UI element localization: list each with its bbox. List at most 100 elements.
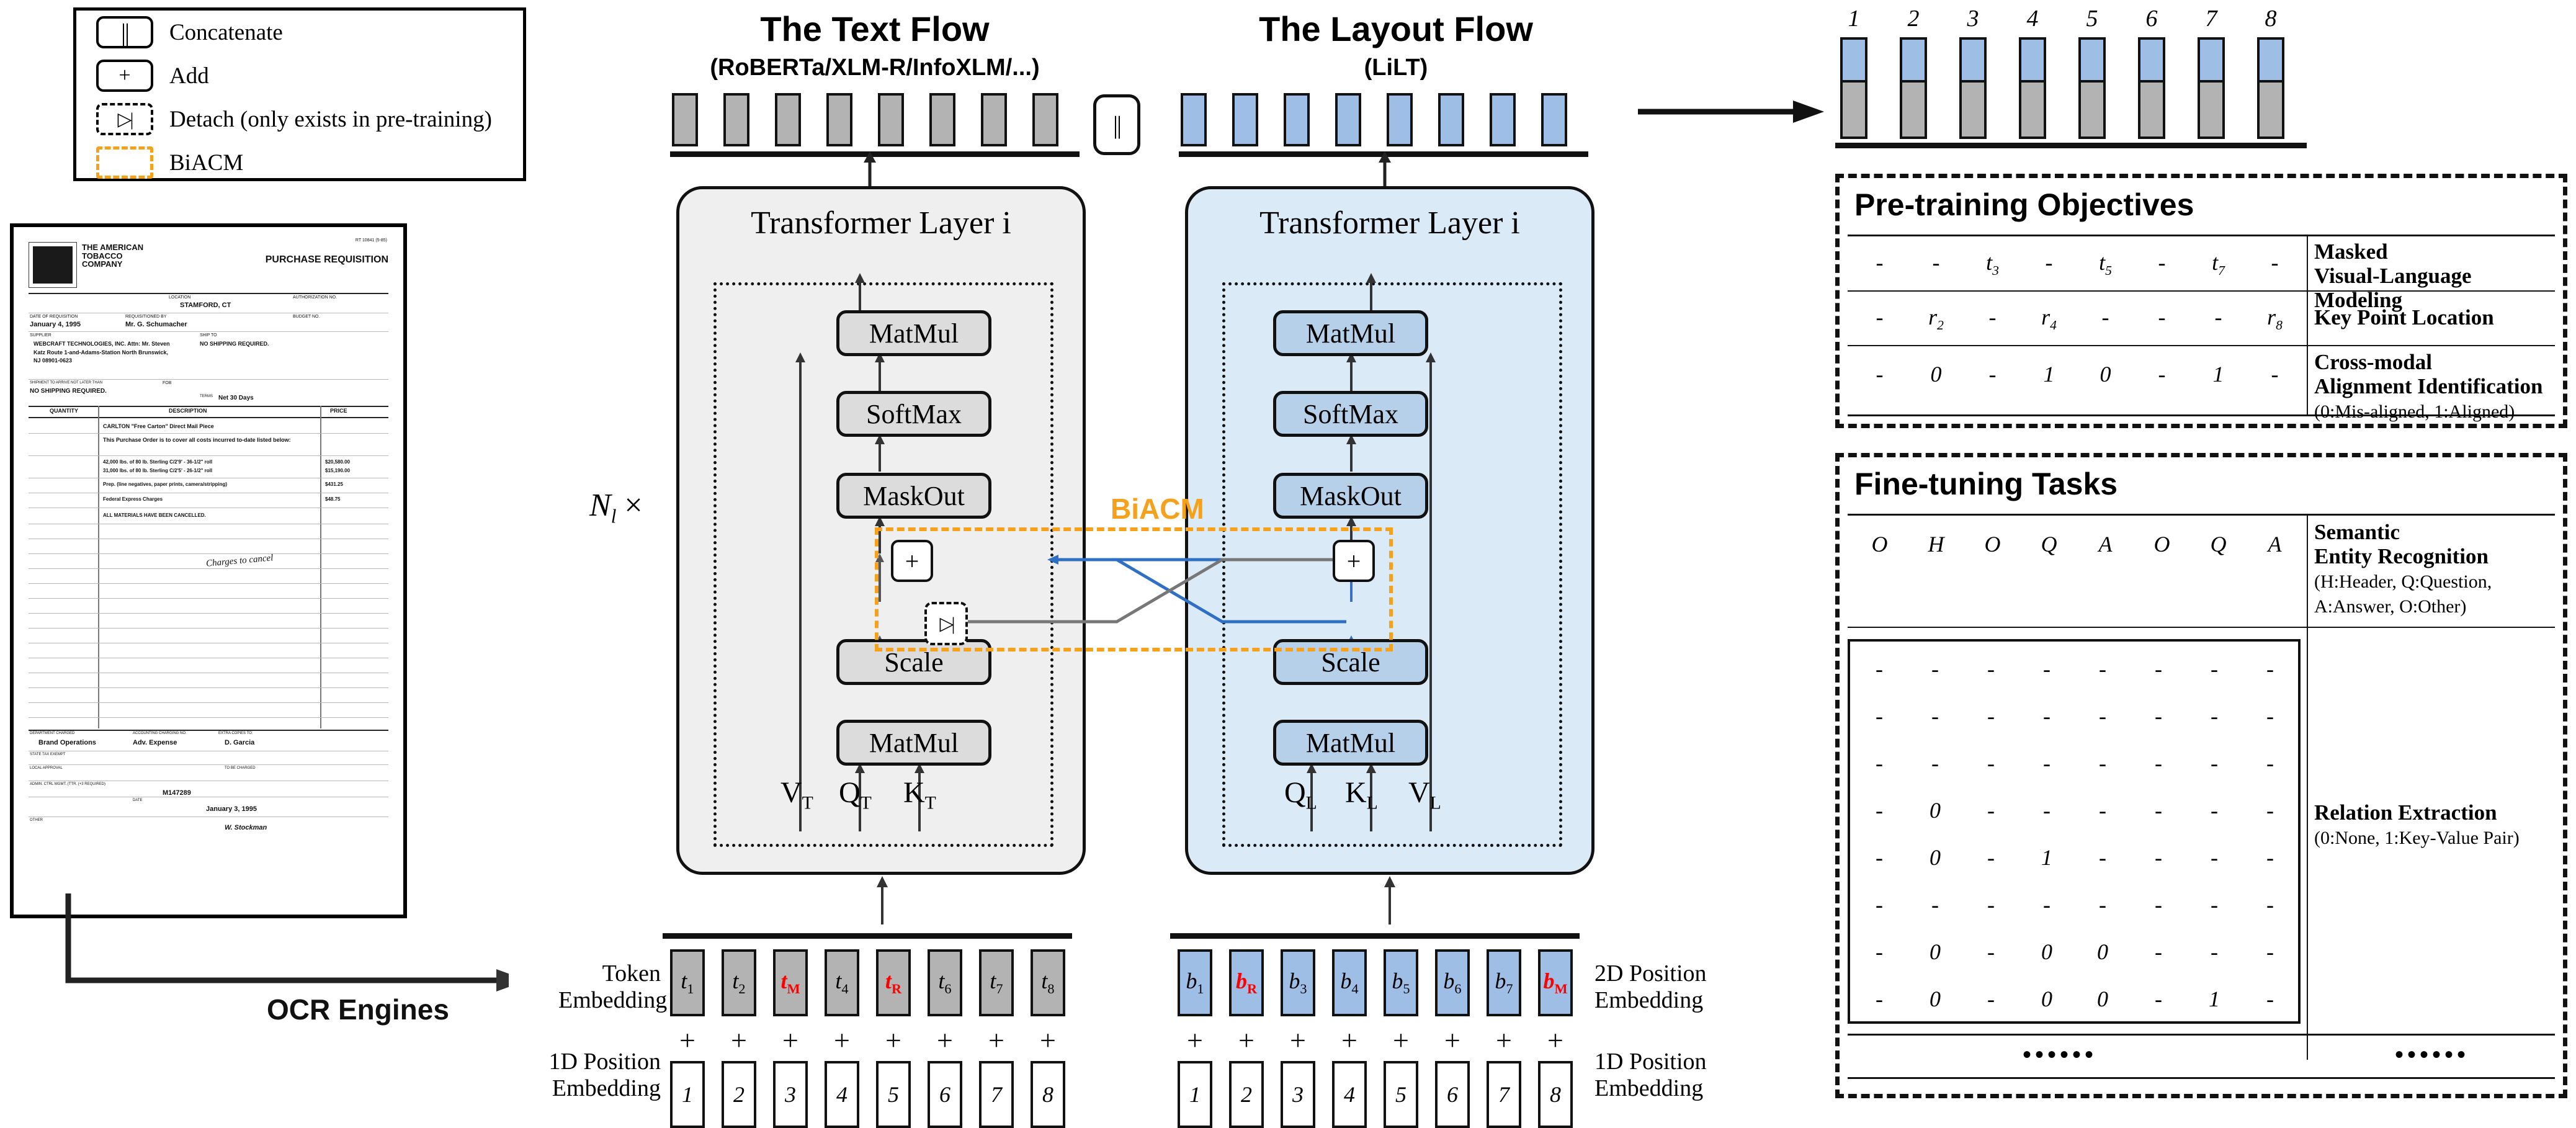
matrix-cell: - (1987, 751, 1995, 776)
text-softmax: SoftMax (836, 391, 991, 437)
detach-glyph: ▷| (117, 109, 133, 130)
document-footer-label-dept: DEPARTMENT CHARGED (30, 732, 75, 735)
ocr-arrow (65, 893, 509, 991)
table-cell: 0 (2100, 362, 2111, 387)
flow-token-bar (1387, 93, 1413, 146)
matrix-cell: 0 (1930, 845, 1941, 870)
embedding-cell: b4 (1332, 949, 1367, 1016)
document-field-label-fob: FOB (163, 381, 172, 385)
document-line-4-desc: Prep. (line negatives, paper prints, cam… (103, 481, 228, 487)
embedding-cell: t7 (979, 949, 1014, 1016)
matrix-cell: - (2099, 892, 2106, 917)
embedding-cell: bR (1229, 949, 1264, 1016)
embedding-cell: 1 (1178, 1061, 1212, 1128)
biacm-frame (875, 527, 1393, 651)
output-stacked-bar (2198, 37, 2225, 139)
document-field-label-reqby: REQUISITIONED BY (125, 315, 167, 319)
ft-hr-2 (1848, 1034, 2555, 1036)
document-col-quantity: QUANTITY (50, 408, 78, 414)
legend-box: || Concatenate + Add ▷| Detach (only exi… (73, 7, 526, 181)
flow-token-bar (1284, 93, 1310, 146)
table-cell: r8 (2267, 305, 2283, 333)
output-bar-layout-part (1902, 40, 1925, 83)
matrix-cell: - (2155, 798, 2162, 823)
embedding-cell: b5 (1384, 949, 1418, 1016)
flow-token-bar (1438, 93, 1464, 146)
matrix-cell: - (1931, 656, 1939, 681)
document-footer-value-date2: January 3, 1995 (206, 805, 257, 813)
matrix-cell: 0 (2097, 987, 2108, 1011)
flow-token-bar (1032, 93, 1058, 146)
document-field-label-supplier: SUPPLIER (30, 333, 51, 338)
document-thumbnail: THE AMERICAN TOBACCO COMPANY PURCHASE RE… (10, 223, 407, 918)
flow-token-bar (1490, 93, 1516, 146)
layout-flow-up-arrow (1379, 151, 1391, 189)
matrix-cell: 0 (2041, 987, 2052, 1011)
document-footer-value-copies: D. Garcia (225, 739, 255, 746)
matrix-row: -0------ (1851, 787, 2298, 834)
pt-hr-0 (1848, 235, 2555, 236)
text-embed-baseline (663, 933, 1072, 939)
embedding-cell: t1 (670, 949, 705, 1016)
embedding-cell: 2 (1229, 1061, 1264, 1128)
pretraining-objectives-panel: Pre-training Objectives (1835, 174, 2567, 428)
layout-panel-title: Transformer Layer i (1259, 205, 1520, 241)
document-line-5-price: $48.75 (325, 496, 341, 502)
matrix-cell: - (1987, 798, 1995, 823)
layout-flow-title: The Layout Flow (1259, 9, 1533, 48)
document-footer-label-acct: ACCOUNTING CHARGING NO. (133, 732, 187, 735)
concatenate-glyph: || (120, 18, 130, 47)
text-flow-title: The Text Flow (760, 9, 990, 48)
output-stacked-bar (2138, 37, 2165, 139)
output-bar-layout-part (1962, 40, 1984, 83)
matrix-cell: - (1876, 798, 1883, 823)
matrix-row: -------- (1851, 645, 2298, 692)
table-cell: t5 (2099, 250, 2112, 279)
matrix-cell: - (2155, 751, 2162, 776)
ft-vr (2307, 514, 2308, 1060)
output-stacked-bar (2078, 37, 2106, 139)
document-footer-value-admin: M147289 (163, 789, 191, 797)
matrix-cell: - (2211, 751, 2218, 776)
legend-label-concatenate: Concatenate (169, 19, 283, 45)
pretraining-title: Pre-training Objectives (1854, 187, 2194, 222)
concatenate-icon: || (96, 16, 153, 48)
matrix-cell: 0 (1930, 987, 1941, 1011)
embedding-cell: 6 (928, 1061, 962, 1128)
plus-symbol: + (1187, 1024, 1203, 1056)
pt-row-mvlm: --t3-t5-t7- (1851, 249, 2303, 279)
embedding-cell: 3 (1281, 1061, 1315, 1128)
biacm-cross-edges (931, 555, 1348, 624)
layout-maskout: MaskOut (1273, 473, 1428, 519)
to-output-arrow (1638, 101, 1824, 123)
plus-symbol: + (1444, 1024, 1460, 1056)
detach-node: ▷| (924, 602, 968, 645)
ellipsis-right: •••••• (2395, 1041, 2470, 1068)
flow-token-bar (1541, 93, 1567, 146)
text-input-q: QT (839, 776, 872, 813)
biacm-label: BiACM (1111, 493, 1204, 525)
table-cell: - (2214, 305, 2222, 329)
matrix-cell: - (2155, 704, 2162, 728)
document-line-6-desc: ALL MATERIALS HAVE BEEN CANCELLED. (103, 513, 206, 518)
output-bar-layout-part (1843, 40, 1865, 83)
text-matmul-top: MatMul (836, 310, 991, 356)
matrix-cell: - (2043, 704, 2051, 728)
table-cell: r4 (2041, 305, 2057, 333)
biacm-icon (96, 146, 153, 179)
matrix-cell: - (2099, 656, 2106, 681)
matrix-row: -------- (1851, 881, 2298, 928)
output-index: 4 (2026, 6, 2039, 32)
layout-embed-baseline (1170, 933, 1580, 939)
embedding-cell: 5 (876, 1061, 911, 1128)
embedding-cell: t4 (825, 949, 859, 1016)
document-line-0-desc: CARLTON "Free Carton" Direct Mail Piece (103, 423, 214, 429)
layout-flow-subtitle: (LiLT) (1364, 55, 1428, 81)
plus-symbol: + (1040, 1024, 1056, 1056)
pt-hr-3 (1848, 414, 2555, 416)
